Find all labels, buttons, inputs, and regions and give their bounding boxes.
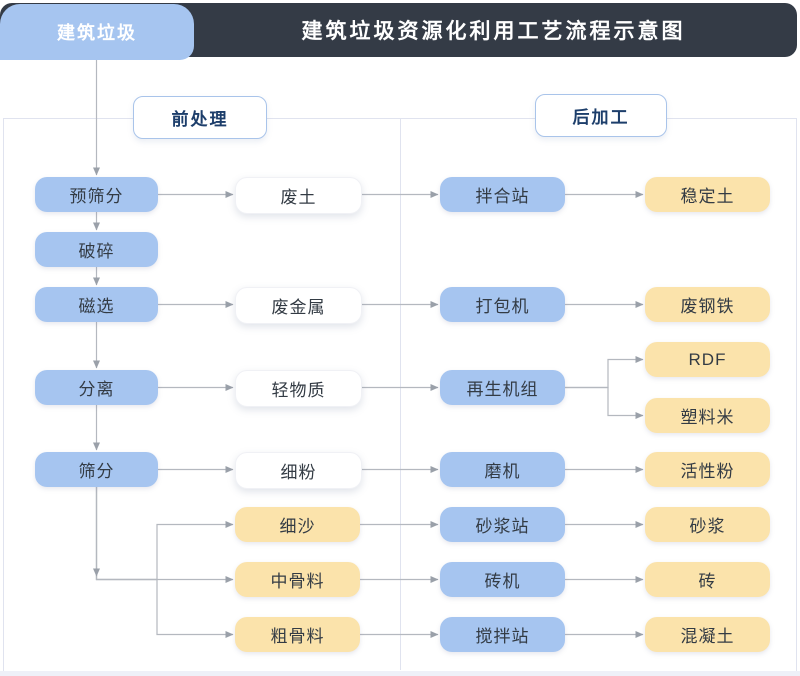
flow-node-mid_agg: 中骨料 bbox=[235, 562, 360, 597]
flow-node-separate: 分离 bbox=[35, 370, 158, 405]
flow-node-regen_unit: 再生机组 bbox=[440, 370, 565, 405]
flow-node-pre_screen: 预筛分 bbox=[35, 177, 158, 212]
flow-node-concrete: 混凝土 bbox=[645, 617, 770, 652]
flow-node-mortar: 砂浆 bbox=[645, 507, 770, 542]
flow-node-active_powder: 活性粉 bbox=[645, 452, 770, 487]
flow-node-stir_station: 搅拌站 bbox=[440, 617, 565, 652]
flow-node-waste_metal: 废金属 bbox=[235, 287, 362, 324]
flow-node-rdf: RDF bbox=[645, 342, 770, 377]
flow-node-mortar_station: 砂浆站 bbox=[440, 507, 565, 542]
source-tab-label: 建筑垃圾 bbox=[57, 23, 137, 43]
flow-node-stable_soil: 稳定土 bbox=[645, 177, 770, 212]
flow-node-brick: 砖 bbox=[645, 562, 770, 597]
flow-node-brick_machine: 砖机 bbox=[440, 562, 565, 597]
section-label-postprocessing: 后加工 bbox=[535, 94, 667, 137]
flow-node-light_matter: 轻物质 bbox=[235, 370, 362, 407]
flow-node-coarse_agg: 粗骨料 bbox=[235, 617, 360, 652]
flow-node-crush: 破碎 bbox=[35, 232, 158, 267]
flow-node-waste_soil: 废土 bbox=[235, 177, 362, 214]
flow-node-magnetic: 磁选 bbox=[35, 287, 158, 322]
section-label-preprocessing: 前处理 bbox=[133, 96, 267, 139]
flow-node-baler: 打包机 bbox=[440, 287, 565, 322]
source-tab: 建筑垃圾 bbox=[0, 4, 194, 60]
flow-node-fine_sand: 细沙 bbox=[235, 507, 360, 542]
flow-node-scrap_steel: 废钢铁 bbox=[645, 287, 770, 322]
column-divider bbox=[400, 118, 401, 670]
flow-node-mill: 磨机 bbox=[440, 452, 565, 487]
bottom-strip bbox=[0, 671, 800, 676]
flow-node-plastic_rice: 塑料米 bbox=[645, 398, 770, 433]
flow-node-fine_powder: 细粉 bbox=[235, 452, 362, 489]
diagram-title: 建筑垃圾资源化利用工艺流程示意图 bbox=[301, 20, 686, 43]
flow-node-mix_station: 拌合站 bbox=[440, 177, 565, 212]
flow-node-sieve: 筛分 bbox=[35, 452, 158, 487]
